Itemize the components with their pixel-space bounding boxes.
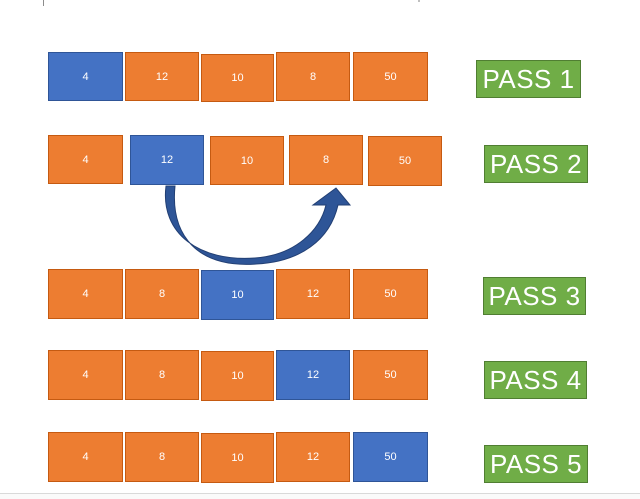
array-cell: 50 <box>353 350 428 400</box>
array-cell: 8 <box>125 432 199 482</box>
array-cell: 50 <box>353 52 428 101</box>
pass-label: PASS 3 <box>483 277 586 315</box>
array-cell: 12 <box>130 135 204 185</box>
array-cell: 8 <box>125 350 199 400</box>
array-cell: 10 <box>201 54 274 102</box>
pass-label: PASS 2 <box>484 145 588 183</box>
pass-label: PASS 5 <box>484 445 588 483</box>
text-cursor-mark <box>43 0 44 6</box>
swap-arrow-shape <box>164 185 352 265</box>
array-cell: 12 <box>276 350 350 400</box>
array-cell: 12 <box>125 52 199 101</box>
pass-label: PASS 4 <box>484 361 587 399</box>
array-cell: 8 <box>276 52 350 101</box>
page-bottom-rule <box>0 493 640 494</box>
array-cell: 4 <box>48 432 123 482</box>
array-cell: 12 <box>276 269 350 319</box>
array-cell: 10 <box>201 351 274 401</box>
stray-dot <box>418 0 420 2</box>
array-cell: 4 <box>48 52 123 101</box>
array-cell: 50 <box>353 432 428 482</box>
array-cell: 8 <box>289 135 363 185</box>
array-cell: 10 <box>201 433 274 483</box>
array-cell: 10 <box>210 136 284 185</box>
array-cell: 10 <box>201 270 274 320</box>
array-cell: 12 <box>276 432 350 482</box>
pass-label: PASS 1 <box>476 60 581 98</box>
array-cell: 8 <box>125 269 199 319</box>
array-cell: 50 <box>368 136 442 186</box>
array-cell: 4 <box>48 350 123 400</box>
page-bottom-strip <box>0 494 640 499</box>
array-cell: 4 <box>48 269 123 319</box>
array-cell: 50 <box>353 269 428 319</box>
array-cell: 4 <box>48 135 123 184</box>
